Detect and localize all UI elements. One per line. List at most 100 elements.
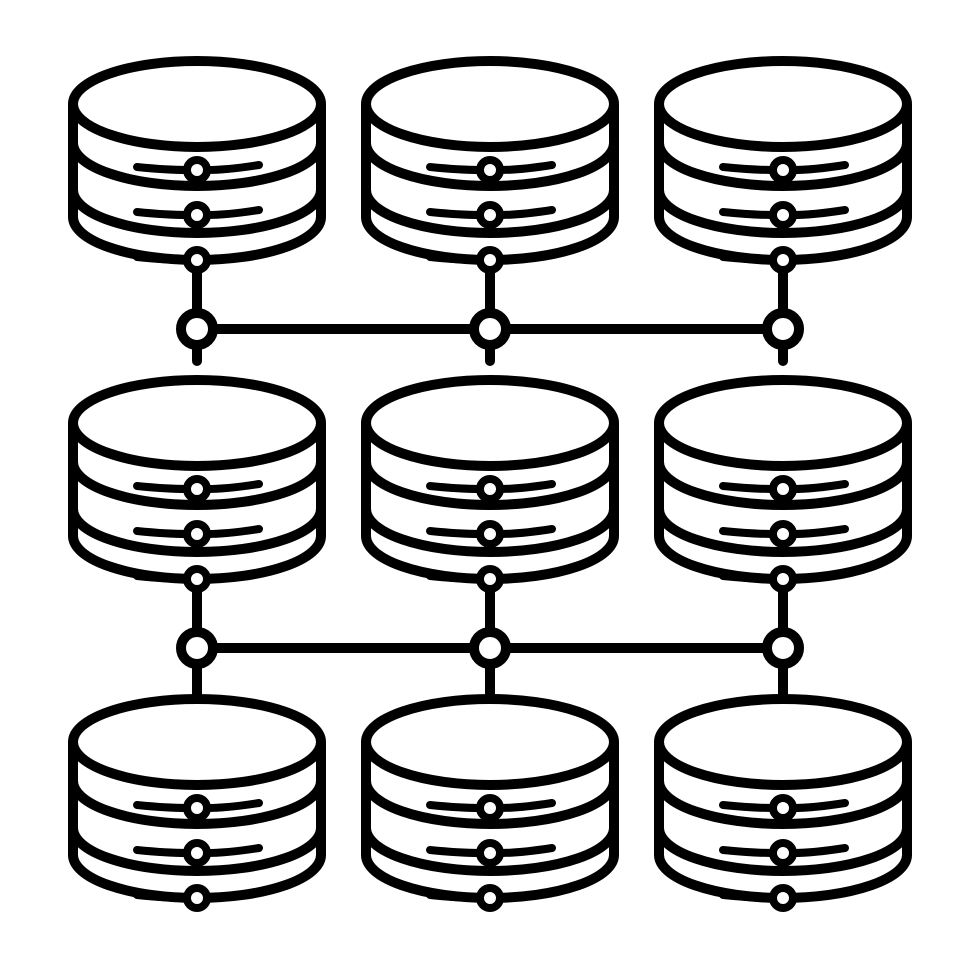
database-indicator <box>719 475 849 503</box>
indicator-line-left <box>426 527 484 538</box>
indicator-dot <box>476 565 504 593</box>
connector-node <box>762 308 804 350</box>
connector-bus-2 <box>176 572 804 706</box>
indicator-dot <box>476 839 504 867</box>
database-top <box>361 375 619 471</box>
indicator-line-left <box>719 572 777 583</box>
database-indicator <box>133 565 263 593</box>
indicator-dot <box>476 156 504 184</box>
database-indicator <box>426 246 556 274</box>
database-indicator <box>426 884 556 912</box>
indicator-dot <box>183 839 211 867</box>
indicator-line-left <box>719 801 777 812</box>
database-indicator <box>426 475 556 503</box>
indicator-line-left <box>133 527 191 538</box>
indicator-dot <box>476 884 504 912</box>
indicator-dot <box>183 475 211 503</box>
indicator-dot <box>183 156 211 184</box>
database-top <box>654 56 912 152</box>
database-layer-separator <box>68 827 326 876</box>
database-indicator <box>133 884 263 912</box>
indicator-line-left <box>133 846 191 857</box>
database-indicator <box>133 201 263 229</box>
indicator-dot <box>183 794 211 822</box>
indicator-dot <box>769 246 797 274</box>
indicator-line-left <box>719 846 777 857</box>
indicator-line-left <box>133 801 191 812</box>
database-top <box>361 694 619 790</box>
indicator-dot <box>476 520 504 548</box>
database-layer-separator <box>361 827 619 876</box>
connector-node <box>176 308 218 350</box>
database-icon <box>654 694 912 912</box>
indicator-dot <box>183 520 211 548</box>
database-layer-separator <box>654 827 912 876</box>
indicator-line-left <box>426 163 484 174</box>
indicator-line-left <box>426 253 484 264</box>
indicator-line-left <box>426 208 484 219</box>
database-top <box>68 694 326 790</box>
indicator-line-left <box>133 253 191 264</box>
indicator-line-left <box>426 891 484 902</box>
database-indicator <box>426 201 556 229</box>
indicator-line-left <box>426 846 484 857</box>
database-icon <box>68 56 326 274</box>
database-top <box>654 375 912 471</box>
database-indicator <box>133 156 263 184</box>
indicator-line-left <box>133 891 191 902</box>
indicator-line-left <box>719 253 777 264</box>
indicator-dot <box>476 475 504 503</box>
indicator-line-left <box>133 163 191 174</box>
database-indicator <box>133 475 263 503</box>
connector-node <box>469 627 511 669</box>
database-layer-separator <box>361 189 619 238</box>
indicator-dot <box>476 201 504 229</box>
indicator-dot <box>769 794 797 822</box>
database-layer-separator <box>361 780 619 829</box>
database-icon <box>68 375 326 593</box>
indicator-line-left <box>426 572 484 583</box>
indicator-dot <box>769 565 797 593</box>
database-indicator <box>719 884 849 912</box>
database-indicator <box>133 246 263 274</box>
database-icon <box>361 694 619 912</box>
database-layer-separator <box>68 189 326 238</box>
indicator-dot <box>183 884 211 912</box>
database-layer-separator <box>361 461 619 510</box>
indicator-dot <box>769 884 797 912</box>
indicator-line-left <box>133 572 191 583</box>
database-indicator <box>426 520 556 548</box>
indicator-line-left <box>719 208 777 219</box>
indicator-dot <box>183 565 211 593</box>
database-indicator <box>719 565 849 593</box>
database-grid <box>68 56 912 912</box>
indicator-line-left <box>426 482 484 493</box>
database-layer-separator <box>654 461 912 510</box>
database-icon <box>361 375 619 593</box>
database-layer-separator <box>361 508 619 557</box>
database-top <box>654 694 912 790</box>
database-indicator <box>719 794 849 822</box>
database-indicator <box>426 839 556 867</box>
indicator-line-left <box>719 891 777 902</box>
database-top <box>361 56 619 152</box>
database-layer-separator <box>654 780 912 829</box>
indicator-dot <box>476 794 504 822</box>
database-indicator <box>719 839 849 867</box>
database-indicator <box>133 794 263 822</box>
database-layer-separator <box>654 142 912 191</box>
connector-node <box>469 308 511 350</box>
database-layer-separator <box>361 142 619 191</box>
indicator-dot <box>769 520 797 548</box>
database-indicator <box>133 520 263 548</box>
database-indicator <box>719 201 849 229</box>
indicator-dot <box>769 839 797 867</box>
database-icon <box>361 56 619 274</box>
database-icon <box>654 375 912 593</box>
database-icon <box>68 694 326 912</box>
database-layer-separator <box>68 142 326 191</box>
indicator-line-left <box>719 527 777 538</box>
database-icon <box>654 56 912 274</box>
